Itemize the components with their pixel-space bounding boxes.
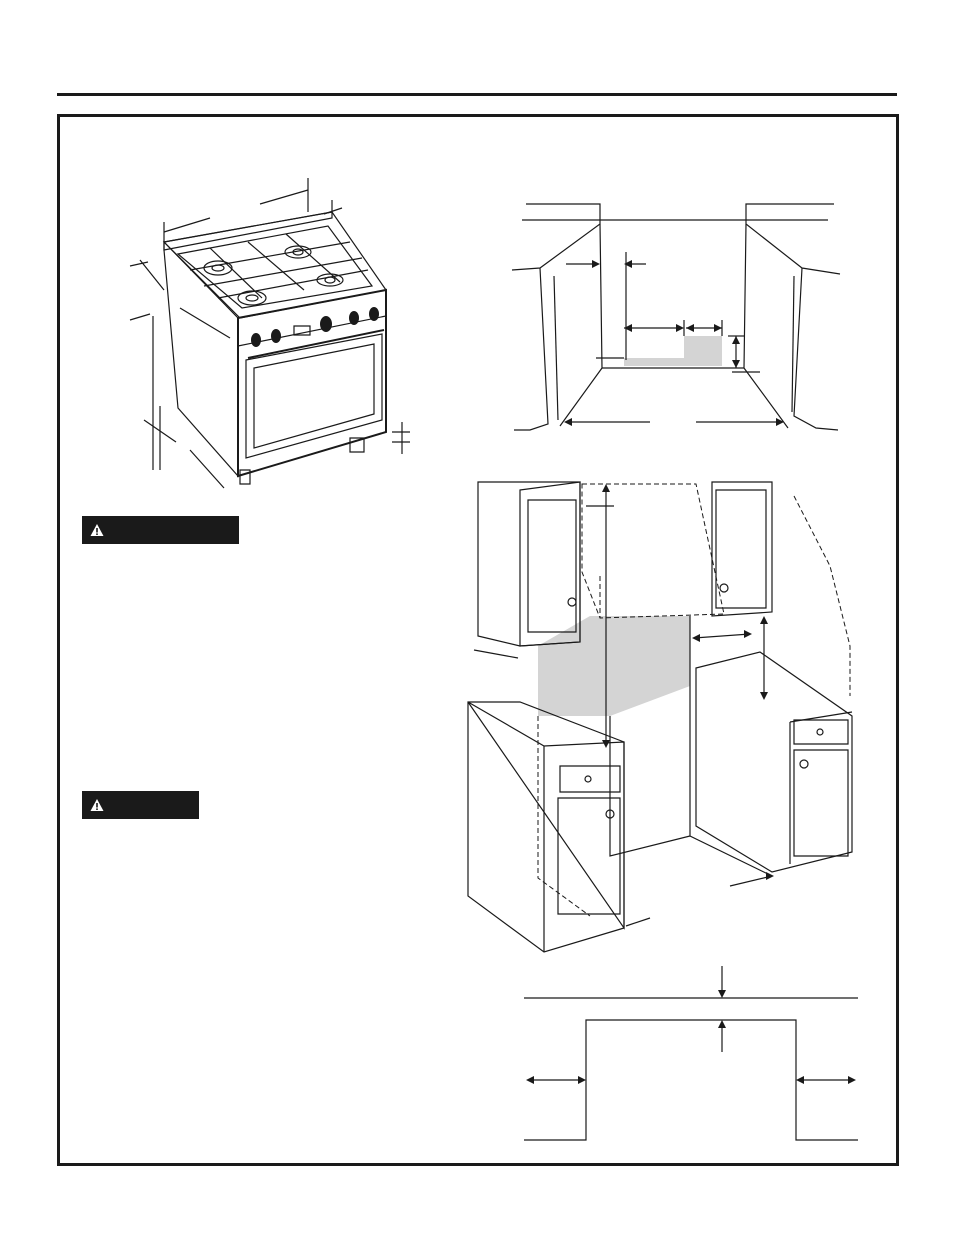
header-rule — [57, 93, 897, 96]
cutout-opening-diagram — [500, 190, 860, 450]
top-view-clearance-diagram — [520, 960, 860, 1145]
content-frame — [57, 114, 899, 1166]
range-illustration — [120, 170, 440, 500]
warning-badge-1 — [82, 516, 239, 544]
warning-badge-2 — [82, 791, 199, 819]
warning-triangle-icon — [90, 524, 104, 536]
range-knobs — [251, 307, 379, 347]
cabinet-clearance-diagram — [460, 476, 880, 956]
warning-triangle-icon — [90, 799, 104, 811]
